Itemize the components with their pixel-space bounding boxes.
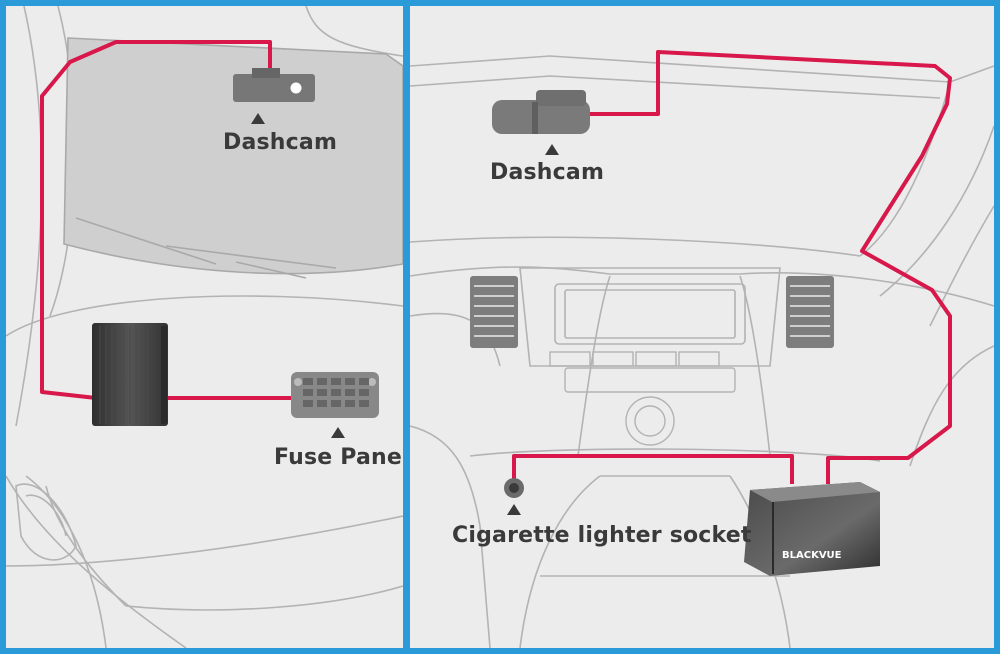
triangle-pointer-icon (507, 504, 521, 515)
lighter-cable (512, 454, 794, 484)
windshield (63, 37, 403, 275)
car-interior-illustration: BLACKVUE (410, 50, 994, 648)
right-panel-interior-view: BLACKVUE Dashcam Cigarette lighter socke… (410, 6, 994, 648)
cigarette-lighter-socket (504, 478, 524, 498)
fuse-panel-label: Fuse Panel (274, 445, 403, 470)
triangle-pointer-icon (331, 427, 345, 438)
car-body-outline (6, 6, 403, 648)
right-dashcam-device (492, 90, 590, 134)
left-panel-exterior-view: Dashcam Fuse Panel (6, 6, 403, 648)
center-console (470, 267, 834, 446)
fuse-panel-device (291, 372, 379, 418)
car-exterior-illustration (6, 6, 403, 648)
right-dashcam-label: Dashcam (490, 160, 605, 185)
lighter-socket-label: Cigarette lighter socket (452, 523, 752, 548)
windshield-frame (410, 55, 994, 327)
left-battery-pack (92, 323, 168, 426)
power-cable-right (588, 50, 952, 484)
right-battery-pack: BLACKVUE (744, 482, 880, 576)
battery-brand-text: BLACKVUE (782, 550, 842, 561)
triangle-pointer-icon (545, 144, 559, 155)
left-dashcam-label: Dashcam (223, 130, 338, 155)
windshield-wipers (75, 217, 337, 279)
headlight-outline (15, 483, 77, 561)
left-dashcam-device (233, 68, 315, 102)
triangle-pointer-icon (251, 113, 265, 124)
